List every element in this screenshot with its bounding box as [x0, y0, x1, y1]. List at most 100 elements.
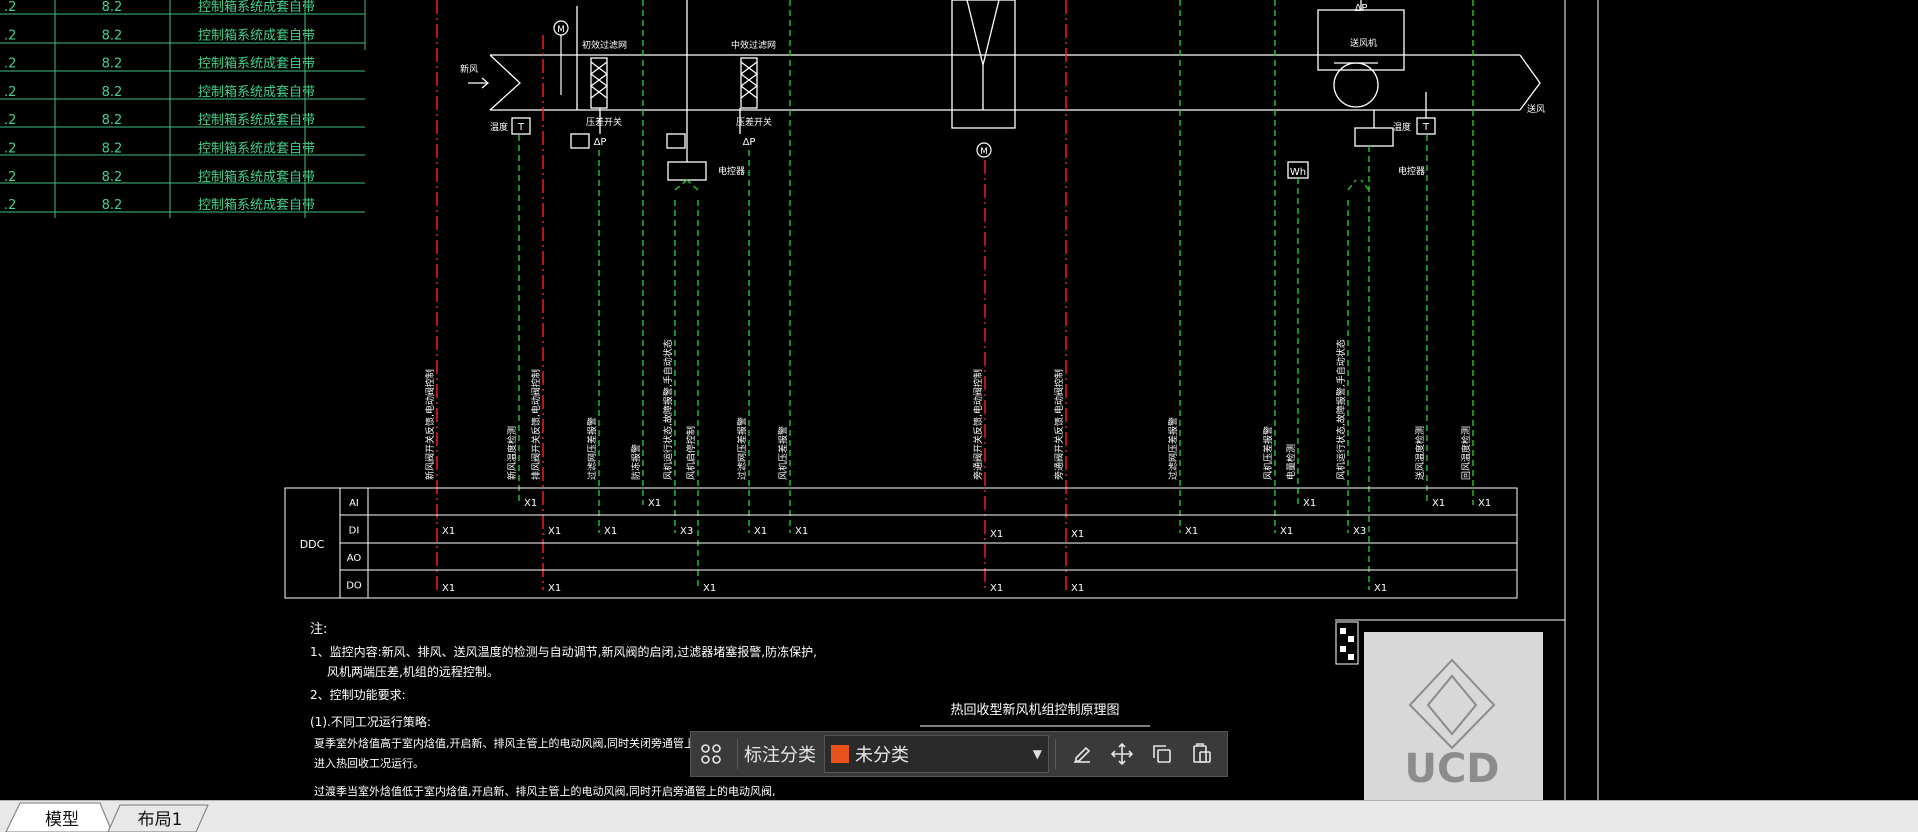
notes-line: 过渡季当室外焓值低于室内焓值,开启新、排风主管上的电动风阀,同时开启旁通管上的电… [314, 784, 776, 798]
ddc-terminal-tag: X1 [548, 526, 561, 537]
table-cell: 控制箱系统成套自带 [198, 112, 315, 128]
ddc-terminal-tag: X1 [648, 498, 661, 509]
notes-line: (1).不同工况运行策略: [310, 714, 431, 729]
ddc-terminal-tag: X1 [795, 526, 808, 537]
tab-model[interactable]: 模型 [22, 804, 102, 830]
table-cell: .2 [4, 57, 16, 72]
label-coarse-filter: 初效过滤网 [582, 39, 627, 51]
ddc-label: DDC [300, 538, 325, 551]
label-motor: M [557, 25, 565, 35]
signal-label: 风机运行状态,故障报警,手自动状态 [1335, 339, 1347, 480]
signal-label: 过滤网压差报警 [736, 417, 748, 480]
ddc-terminal-tag: X1 [524, 498, 537, 509]
ddc-terminal-tag: X1 [703, 583, 716, 594]
signal-lines [436, 0, 1474, 590]
signal-label: 风机压差报警 [777, 426, 789, 480]
notes-line: 2、控制功能要求: [310, 688, 406, 702]
table-cell: .2 [4, 28, 16, 43]
label-fan: 送风机 [1350, 37, 1377, 49]
ddc-terminal-tag: X3 [680, 526, 693, 537]
company-logo-text: UCD [1404, 746, 1499, 792]
equipment-table [0, 0, 366, 218]
category-value: 未分类 [855, 745, 909, 766]
signal-line [1347, 179, 1357, 191]
table-cell: 8.2 [102, 85, 123, 100]
label-pressure-switch: 压差开关 [736, 116, 772, 128]
copy-icon[interactable] [1142, 734, 1182, 774]
ddc-row-label: DO [346, 581, 362, 592]
signal-label: 新风温度检测 [506, 426, 518, 480]
label-t: T [1422, 122, 1430, 133]
table-cell: 8.2 [102, 198, 123, 213]
layout-tab-bar: 模型 布局1 [0, 800, 1918, 832]
table-cell: 控制箱系统成套自带 [198, 197, 315, 213]
label-fresh-air: 新风 [460, 63, 478, 75]
table-cell: .2 [4, 0, 16, 15]
tab-outline [5, 802, 209, 832]
label-temperature: 温度 [1393, 121, 1411, 133]
table-cell: .2 [4, 142, 16, 157]
category-dropdown[interactable]: 未分类 ▼ [824, 735, 1049, 773]
signal-label: 电量检测 [1285, 444, 1297, 480]
table-cell: .2 [4, 198, 16, 213]
label-contactor: 电控器 [1398, 165, 1425, 177]
ddc-terminal-tag: X1 [1374, 583, 1387, 594]
notes-line: 进入热回收工况运行。 [314, 756, 424, 770]
label-wh: Wh [1290, 167, 1306, 178]
signal-line [674, 179, 688, 191]
edit-icon[interactable] [1062, 734, 1102, 774]
table-cell: 控制箱系统成套自带 [198, 0, 315, 15]
table-cell: 控制箱系统成套自带 [198, 169, 315, 185]
table-cell: 8.2 [102, 142, 123, 157]
ddc-terminal-tag: X1 [604, 526, 617, 537]
ddc-row-label: AI [349, 498, 359, 509]
table-cell: .2 [4, 113, 16, 128]
signal-line [1360, 179, 1370, 191]
signal-label: 排风阀开关反馈,电动阀控制 [530, 369, 542, 480]
label-motor: M [980, 147, 988, 157]
company-logo [1364, 632, 1543, 800]
label-t: T [517, 122, 525, 133]
table-cell: 控制箱系统成套自带 [198, 56, 315, 72]
signal-label: 风机运行状态,故障报警,手自动状态 [662, 339, 674, 480]
ddc-terminal-tag: X1 [990, 583, 1003, 594]
signal-label: 回风温度检测 [1460, 426, 1472, 480]
ddc-terminal-tag: X1 [1478, 498, 1491, 509]
ddc-terminal-tag: X1 [442, 583, 455, 594]
signal-label: 送风温度检测 [1414, 426, 1426, 480]
drawing-frame [1335, 0, 1599, 800]
tab-layout1-label: 布局1 [137, 809, 183, 830]
ddc-terminal-tag: X1 [1071, 529, 1084, 540]
paste-icon[interactable] [1182, 734, 1222, 774]
grid-icon[interactable] [691, 734, 731, 774]
move-icon[interactable] [1102, 734, 1142, 774]
signal-label: 过滤网压差报警 [586, 417, 598, 480]
label-temperature: 温度 [490, 121, 508, 133]
notes-line: 1、监控内容:新风、排风、送风温度的检测与自动调节,新风阀的启闭,过滤器堵塞报警… [310, 644, 817, 659]
signal-label: 旁通阀开关反馈,电动阀控制 [1053, 369, 1065, 480]
drawing-title: 热回收型新风机组控制原理图 [950, 702, 1119, 718]
label-dp: ΔP [743, 137, 756, 148]
title-block [1335, 621, 1543, 800]
signal-label: 风机启停控制 [685, 426, 697, 480]
ddc-row-label: DI [349, 526, 360, 537]
cad-drawing-canvas[interactable]: .2 8.2 控制箱系统成套自带 .2 8.2 控制箱系统成套自带 .2 8.2 控制箱系统成套… [0, 0, 1918, 800]
tab-model-label: 模型 [45, 809, 79, 830]
chevron-down-icon: ▼ [1032, 747, 1042, 761]
label-dp: ΔP [594, 137, 607, 148]
label-medium-filter: 中效过滤网 [731, 39, 776, 51]
notes-line: 风机两端压差,机组的远程控制。 [327, 664, 499, 679]
table-cell: 控制箱系统成套自带 [198, 27, 315, 43]
ddc-terminal-tag: X1 [442, 526, 455, 537]
category-color-swatch [831, 745, 849, 763]
toolbar-separator [1055, 739, 1056, 769]
tab-layout1[interactable]: 布局1 [120, 804, 200, 830]
ddc-terminal-tag: X1 [1280, 526, 1293, 537]
signal-label: 旁通阀开关反馈,电动阀控制 [972, 369, 984, 480]
table-cell: 8.2 [102, 113, 123, 128]
annotation-toolbar: 标注分类 未分类 ▼ [690, 731, 1228, 777]
ddc-terminal-tag: X1 [754, 526, 767, 537]
signal-line [686, 179, 699, 191]
table-cell: 8.2 [102, 57, 123, 72]
ddc-row-label: AO [347, 553, 362, 564]
